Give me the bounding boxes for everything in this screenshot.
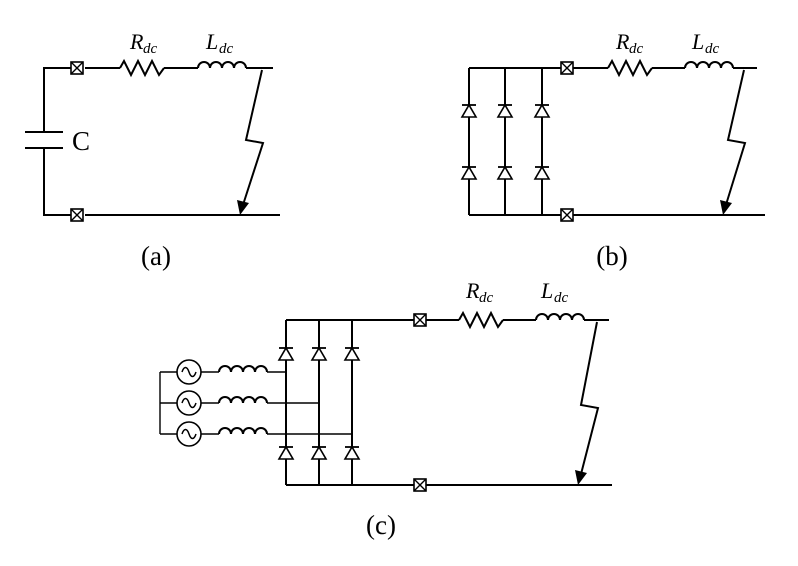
diode [344, 341, 360, 365]
dc-terminal [413, 478, 427, 492]
diode [278, 440, 294, 464]
fault-arrow-head [575, 470, 587, 485]
dc-terminal [560, 61, 574, 75]
fault-arrow-head [720, 200, 732, 215]
inductor-label-symbol: L [691, 29, 704, 54]
diode [311, 341, 327, 365]
dc-terminal [413, 313, 427, 327]
inductor-label-subscript: dc [554, 290, 569, 306]
diode [497, 98, 513, 122]
resistor-label-symbol: R [129, 29, 144, 54]
resistor-label-subscript: dc [479, 290, 494, 306]
bridge-wiring [285, 319, 414, 486]
dc-terminal [70, 61, 84, 75]
panel-b-caption: (b) [596, 241, 627, 271]
panel-a: C R dc L dc (a) [25, 29, 280, 271]
resistor-label-symbol: R [465, 278, 480, 303]
inductor-symbol [197, 61, 247, 69]
panel-c: R dc L dc (c) [159, 278, 612, 540]
fault-arrow [579, 321, 600, 479]
diode [534, 160, 550, 184]
diode [278, 341, 294, 365]
inductor-label-symbol: L [540, 278, 553, 303]
inductor-symbol [535, 313, 585, 321]
diode [534, 98, 550, 122]
inductor-label-symbol: L [205, 29, 218, 54]
ac-phase-wiring [201, 371, 352, 435]
phase-inductor-symbol [218, 396, 268, 404]
fault-arrow [241, 69, 265, 209]
ac-source-icon [176, 390, 202, 416]
resistor-label-subscript: dc [629, 41, 644, 57]
diode [461, 98, 477, 122]
resistor-symbol [458, 310, 504, 330]
resistor-symbol [607, 58, 653, 78]
diode [344, 440, 360, 464]
resistor-label-symbol: R [615, 29, 630, 54]
resistor-label-subscript: dc [143, 41, 158, 57]
capacitor-label: C [72, 126, 90, 156]
ac-source-icon [176, 359, 202, 385]
fault-arrow-head [237, 200, 249, 215]
ac-source-icon [176, 421, 202, 447]
dc-terminal [70, 208, 84, 222]
panel-c-caption: (c) [366, 510, 396, 540]
panel-b-wiring [468, 67, 765, 216]
diode [497, 160, 513, 184]
inductor-label-subscript: dc [219, 41, 234, 57]
diode [461, 160, 477, 184]
capacitor-symbol [25, 131, 63, 149]
diode [311, 440, 327, 464]
ac-neutral-wiring [159, 371, 177, 435]
inductor-symbol [684, 61, 734, 69]
inductor-label-subscript: dc [705, 41, 720, 57]
fault-arrow [724, 69, 747, 209]
panel-a-wiring [43, 67, 280, 216]
panel-b: R dc L dc (b) [461, 29, 765, 271]
panel-a-caption: (a) [141, 241, 171, 271]
phase-inductor-symbol [218, 365, 268, 373]
dc-line-wiring [426, 319, 612, 486]
phase-inductor-symbol [218, 427, 268, 435]
resistor-symbol [119, 58, 165, 78]
dc-terminal [560, 208, 574, 222]
